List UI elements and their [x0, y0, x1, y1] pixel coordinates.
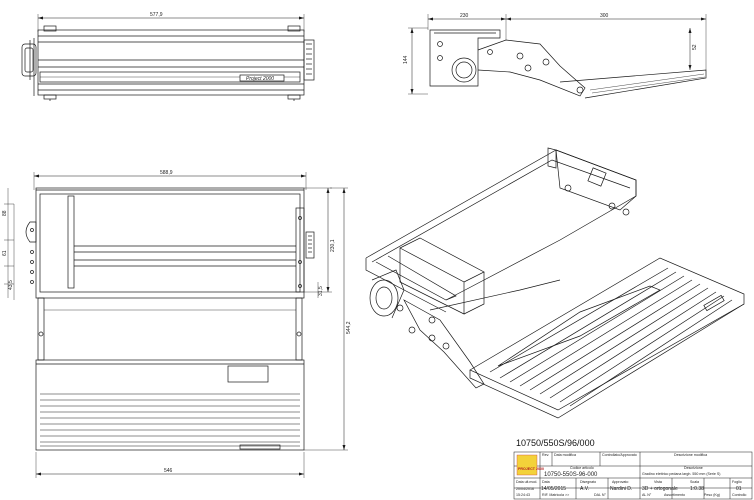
rev-label: Rev.: [542, 453, 550, 457]
isometric-view: [365, 147, 745, 419]
top-view: 577,9: [21, 12, 315, 101]
code-value: 10750-550S-96-000: [544, 472, 598, 478]
last-mod-time: 15:24:43: [516, 493, 530, 497]
desc-value: Gradino elettrico pedana largh. 550 mm (…: [642, 472, 721, 476]
code-label: Codice articolo: [570, 466, 594, 470]
dim-top-width: 577,9: [150, 12, 163, 18]
company-logo: PROJECT 2000: [518, 467, 544, 471]
dal-label: DAL N°: [594, 493, 606, 497]
dim-front-left-height: 88: [2, 210, 8, 216]
title-block-frame: [513, 451, 753, 500]
view-label: Vista: [654, 480, 662, 484]
drawn-label: Disegnato: [580, 480, 597, 484]
assort-label: Assortimento: [664, 493, 685, 497]
date-label: Data: [542, 480, 550, 484]
approved-label: Approvato: [612, 480, 629, 484]
desc-label: Descrizione: [684, 466, 703, 470]
front-view: 588,9: [4, 170, 348, 478]
rev-checked-label: Controllato/Approvato: [602, 453, 637, 457]
sheet-label: Foglio: [732, 480, 742, 484]
title-block: PROJECT 2000 Rev. Data modifica Controll…: [514, 452, 752, 499]
sheet-value: 01: [736, 486, 742, 492]
side-view: 230 300: [408, 13, 707, 99]
dim-side-height: 144: [403, 55, 409, 64]
rev-desc-label: Descrizione modifica: [674, 453, 708, 457]
weight-label: Peso (Kg): [704, 493, 720, 497]
ref-label: RIF. Matricola >>: [542, 493, 570, 497]
scale-label: Scala: [690, 480, 699, 484]
dim-side-extension: 300: [600, 13, 609, 19]
dim-side-depth: 230: [460, 13, 469, 19]
scale-value: 1:0.38: [690, 486, 704, 492]
view-value: 3D + ortogonale: [642, 486, 678, 492]
drawing-number: 10750/550S/96/000: [516, 438, 595, 448]
dim-front-mid-b: 43,5: [8, 280, 14, 290]
dim-front-mid-a: 61: [2, 250, 8, 256]
dim-front-width: 588,9: [160, 170, 173, 176]
dim-front-right-height: 230,1: [330, 239, 336, 252]
al-label: AL N°: [642, 493, 652, 497]
dim-front-total-height: 544,2: [346, 321, 352, 334]
last-mod-value: 20/04/2016: [516, 487, 534, 491]
approved-value: Nardini D.: [610, 486, 633, 492]
dim-side-rise: 52: [692, 44, 698, 50]
step-brand-label: Project 2000: [246, 76, 274, 82]
last-mod-label: Data ult.mod.: [516, 480, 538, 484]
dim-front-bottom-width: 546: [164, 468, 173, 474]
control-label: Controllo: [732, 493, 747, 497]
date-value: 14/05/2015: [541, 486, 567, 492]
rev-date-label: Data modifica: [554, 453, 576, 457]
drawn-value: A.V.: [580, 486, 589, 492]
dim-front-right-small: 31,5: [318, 286, 324, 296]
